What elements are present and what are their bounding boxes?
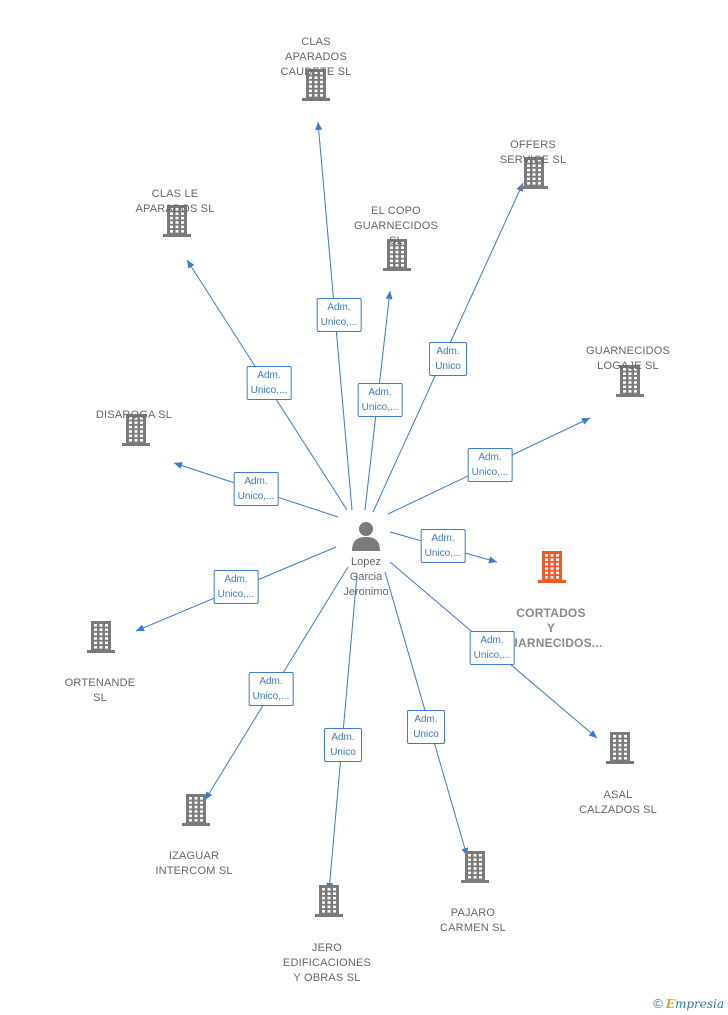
arrowhead-asal-calzados (588, 730, 597, 738)
brand-name: mpresia (674, 997, 724, 1011)
relation-label[interactable]: Adm. Unico (324, 728, 362, 762)
relation-label[interactable]: Adm. Unico,... (246, 366, 292, 400)
relation-label[interactable]: Adm. Unico,... (469, 631, 515, 665)
arrowhead-clas-aparados-caudete (315, 122, 323, 131)
company-name[interactable]: GUARNECIDOS LOGAJE SL (585, 345, 671, 372)
company-name[interactable]: PAJARO CARMEN SL (440, 907, 506, 934)
company-name[interactable]: DISAROGA SL (95, 409, 173, 421)
company-name[interactable]: OFFERS SERVICE SL (499, 139, 567, 166)
building-icon (87, 621, 115, 653)
building-icon (163, 205, 191, 237)
building-icon (383, 239, 411, 271)
arrowhead-guarnecidos-logaje (581, 418, 590, 425)
company-name[interactable]: EL COPO GUARNECIDOS SL (353, 205, 439, 247)
company-name[interactable]: CLAS APARADOS CAUDETE SL (280, 36, 352, 78)
building-icon (302, 69, 330, 101)
relation-label[interactable]: Adm. Unico (429, 342, 467, 376)
copyright-symbol: © (653, 996, 663, 1011)
relation-label[interactable]: Adm. Unico (407, 710, 445, 744)
building-icon (520, 157, 548, 189)
arrowhead-el-copo-guarnecidos (385, 291, 393, 300)
company-name[interactable]: JERO EDIFICACIONES Y OBRAS SL (282, 942, 372, 984)
relation-label[interactable]: Adm. Unico,... (467, 448, 513, 482)
person-name[interactable]: Lopez Garcia Jeronimo (343, 556, 389, 598)
company-name[interactable]: CORTADOS Y GUARNECIDOS... (499, 606, 603, 650)
building-icon (606, 732, 634, 764)
arrowhead-ortenande (136, 624, 145, 632)
building-icon (315, 885, 343, 917)
arrowhead-cortados-guarnecidos (488, 556, 497, 564)
company-name[interactable]: ORTENANDE SL (64, 677, 136, 704)
building-icon (538, 551, 566, 583)
building-icon (182, 794, 210, 826)
building-icon (461, 851, 489, 883)
company-name[interactable]: IZAGUAR INTERCOM SL (155, 850, 233, 877)
arrowhead-izaguar-intercom (205, 791, 213, 800)
relation-label[interactable]: Adm. Unico,... (316, 298, 362, 332)
relation-label[interactable]: Adm. Unico,... (213, 570, 259, 604)
building-icon (616, 365, 644, 397)
company-name[interactable]: ASAL CALZADOS SL (578, 789, 657, 816)
person-icon (352, 522, 380, 551)
arrowhead-clas-le-aparados (187, 260, 195, 269)
arrowhead-disaroga (174, 462, 183, 469)
company-name[interactable]: CLAS LE APARADOS SL (135, 188, 215, 215)
brand-initial: E (665, 997, 675, 1011)
relation-label[interactable]: Adm. Unico,... (420, 529, 466, 563)
relation-label[interactable]: Adm. Unico,... (357, 383, 403, 417)
empresia-brand: ©Empresia (653, 996, 724, 1011)
building-icon (122, 414, 150, 446)
relation-label[interactable]: Adm. Unico,... (233, 472, 279, 506)
arrowhead-offers-service (516, 183, 523, 192)
relation-label[interactable]: Adm. Unico,... (248, 672, 294, 706)
